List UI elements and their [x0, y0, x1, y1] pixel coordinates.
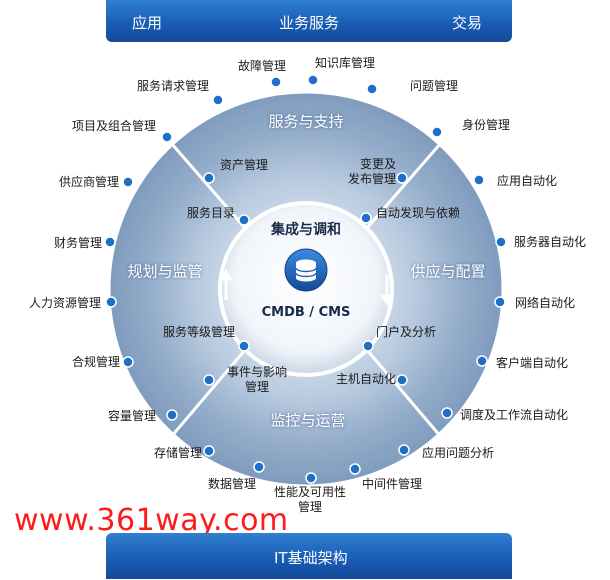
cmdb-label: CMDB / CMS — [261, 305, 351, 320]
node-perf-line1: 性能及可用性 — [273, 485, 347, 499]
node-server-auto: 服务器自动化 — [514, 235, 587, 249]
node-problem: 问题管理 — [410, 79, 459, 93]
node-finance: 财务管理 — [53, 236, 102, 250]
hub-arrows — [219, 269, 394, 306]
node-project: 项目及组合管理 — [71, 119, 156, 133]
node-perf-line2: 管理 — [297, 500, 323, 514]
node-event-line2: 管理 — [245, 380, 270, 394]
node-identity: 身份管理 — [462, 118, 511, 132]
node-sla: 服务等级管理 — [162, 325, 235, 339]
node-workflow: 调度及工作流自动化 — [460, 408, 569, 422]
node-capacity: 容量管理 — [107, 409, 156, 423]
outer-node-dots — [104, 74, 507, 484]
sector-service-support: 服务与支持 — [268, 112, 344, 131]
node-compliance: 合规管理 — [71, 355, 120, 369]
node-catalog: 服务目录 — [186, 206, 235, 220]
node-knowledge: 知识库管理 — [314, 56, 376, 70]
node-asset: 资产管理 — [220, 158, 269, 172]
business-service-bar: 应用 业务服务 交易 — [106, 0, 512, 42]
sector-supply-config: 供应与配置 — [410, 262, 486, 281]
database-icon — [284, 248, 328, 292]
infrastructure-bar: IT基础架构 — [106, 533, 512, 579]
node-fault: 故障管理 — [237, 59, 287, 73]
sector-plan-monitor: 规划与监管 — [127, 262, 203, 281]
top-bar-app-label: 应用 — [132, 14, 163, 32]
node-storage: 存储管理 — [153, 446, 202, 460]
bottom-bar-label: IT基础架构 — [274, 549, 348, 567]
node-change-line2: 发布管理 — [347, 172, 396, 186]
sector-monitor-ops: 监控与运营 — [270, 411, 346, 430]
node-event-line1: 事件与影响 — [227, 365, 288, 379]
node-app-problem: 应用问题分析 — [422, 446, 495, 460]
node-middleware: 中间件管理 — [362, 477, 423, 491]
hub-title: 集成与调和 — [271, 222, 341, 238]
node-data: 数据管理 — [207, 477, 257, 491]
node-supplier: 供应商管理 — [58, 175, 119, 189]
top-bar-service-label: 业务服务 — [279, 14, 340, 32]
node-host: 主机自动化 — [335, 372, 396, 386]
node-portal: 门户及分析 — [376, 325, 437, 339]
node-service-request: 服务请求管理 — [136, 79, 209, 93]
node-client-auto: 客户端自动化 — [496, 356, 569, 370]
node-change-line1: 变更及 — [359, 157, 396, 171]
watermark-text: www.361way.com — [14, 503, 289, 538]
node-network-auto: 网络自动化 — [515, 296, 576, 310]
node-hr: 人力资源管理 — [28, 296, 101, 310]
node-app-auto: 应用自动化 — [497, 174, 558, 188]
top-bar-trade-label: 交易 — [452, 14, 483, 32]
inner-node-dots — [203, 172, 408, 386]
node-discovery: 自动发现与依赖 — [376, 206, 461, 220]
